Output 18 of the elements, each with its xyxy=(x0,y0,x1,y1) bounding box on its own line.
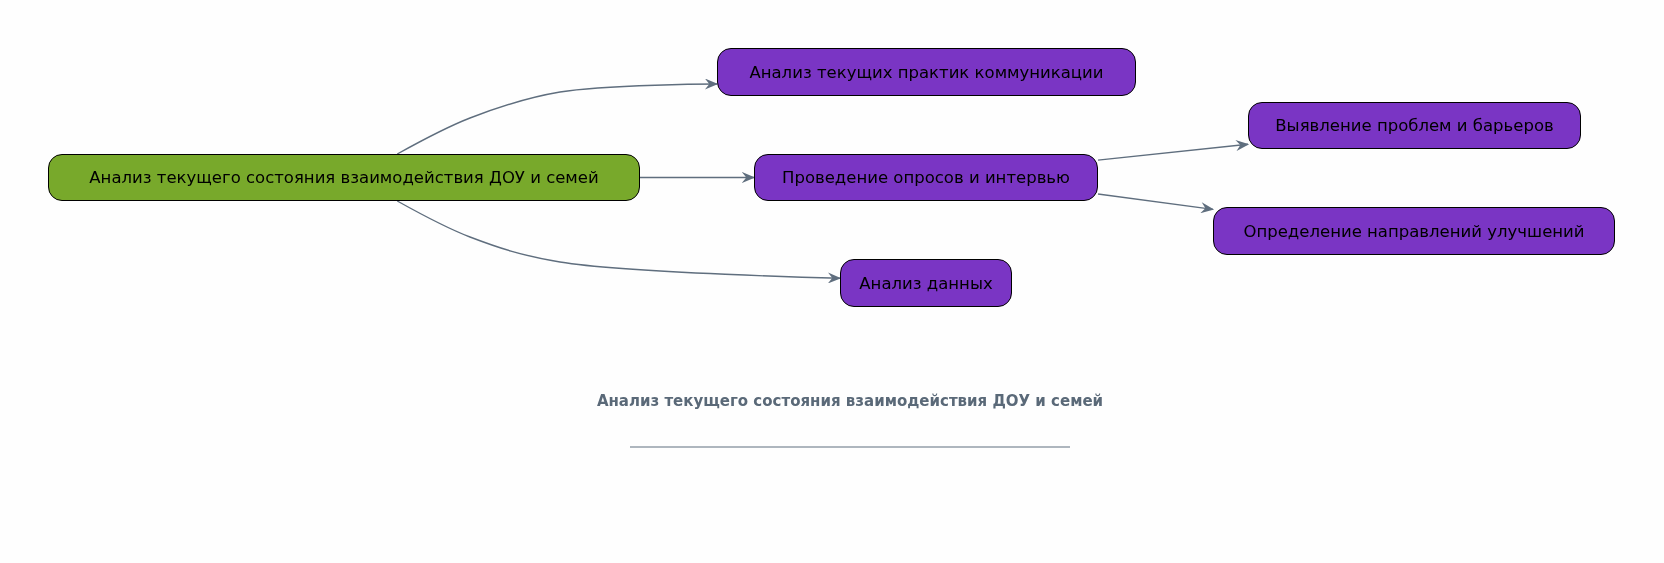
arrow xyxy=(1097,193,1215,214)
node-label: Проведение опросов и интервью xyxy=(782,168,1070,187)
node-label: Анализ текущего состояния взаимодействия ДОУ и семей xyxy=(89,168,599,187)
node-label: Анализ данных xyxy=(859,273,993,293)
arrow xyxy=(639,172,756,183)
arrow xyxy=(1097,140,1250,161)
diagram-title: Анализ текущего состояния взаимодействия ДОУ и семей xyxy=(595,392,1105,410)
process-box xyxy=(717,48,1136,96)
node-label: Выявление проблем и барьеров xyxy=(1275,116,1554,135)
process-box xyxy=(754,154,1098,201)
process-box xyxy=(48,154,640,201)
node-label: Определение направлений улучшений xyxy=(1243,221,1585,241)
process-box xyxy=(1248,102,1581,149)
arrow xyxy=(396,78,719,155)
node-label: Анализ текущих практик коммуникации xyxy=(749,62,1104,82)
process-box xyxy=(1213,207,1615,255)
process-box xyxy=(840,259,1012,307)
arrow xyxy=(396,200,842,284)
